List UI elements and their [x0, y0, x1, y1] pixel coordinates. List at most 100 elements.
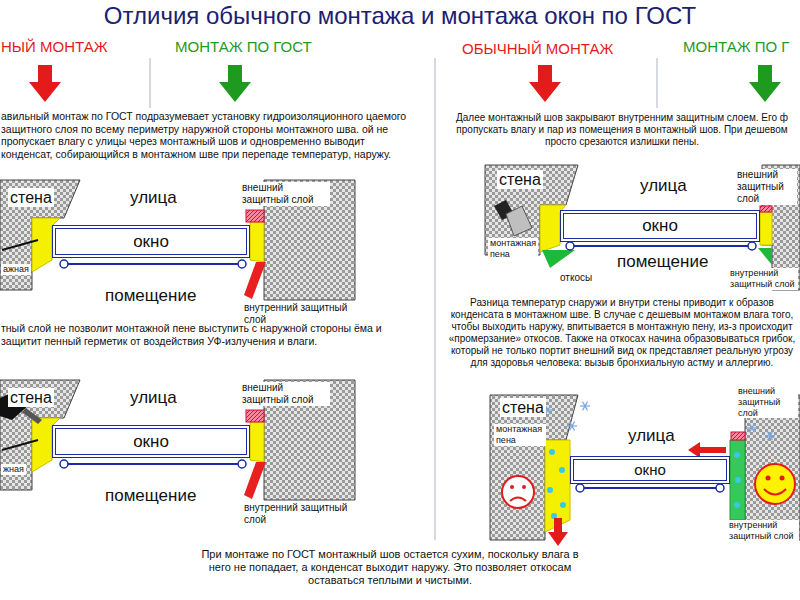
- slope: [758, 248, 772, 265]
- window-label: окно: [642, 216, 678, 236]
- moisture-dot: [734, 452, 740, 458]
- rail-end: [60, 260, 68, 268]
- paragraph: Разница температур снаружи и внутри стен…: [447, 297, 797, 369]
- snowflake: [750, 424, 755, 433]
- mounting-foam: [250, 222, 264, 262]
- moisture-dot: [559, 467, 565, 473]
- caption: При монтаже по ГОСТ монтажный шов остает…: [190, 548, 590, 588]
- snowflake: [570, 422, 575, 431]
- window-label: окно: [133, 232, 169, 252]
- snowflake: [583, 402, 588, 411]
- room-label: помещение: [105, 286, 196, 306]
- foam-label: монтажная пена: [494, 424, 546, 446]
- foam-label: жная: [1, 464, 26, 475]
- mounting-foam: [250, 422, 264, 462]
- paragraph: авильный монтаж по ГОСТ подразумевает ус…: [1, 110, 419, 160]
- layer-label: внешний защитный слой: [240, 182, 330, 206]
- snowflake: [768, 432, 773, 441]
- snowflake: [583, 402, 588, 411]
- layer-label: внешний защитный слой: [735, 169, 797, 205]
- layer-label: внешний защитный слой: [240, 382, 330, 406]
- down-arrow: [29, 65, 61, 102]
- leader-arrow: [2, 240, 38, 250]
- title: Отличия обычного монтажа и монтажа окон …: [0, 2, 800, 31]
- column-header: ОБЫЧНЫЙ МОНТАЖ: [462, 40, 613, 58]
- street-label: улица: [130, 188, 177, 208]
- inner-protective-layer: [244, 462, 266, 499]
- divider-line: [434, 58, 436, 540]
- moisture-arrow: [548, 518, 568, 546]
- rail-end: [238, 260, 246, 268]
- outer-protective-layer: [246, 410, 264, 422]
- wall-label: стена: [8, 388, 54, 407]
- room-label: помещение: [617, 252, 708, 272]
- window-box: окно: [52, 225, 250, 258]
- window-rail: [60, 463, 246, 465]
- column-header: НЫЙ МОНТАЖ: [1, 38, 108, 56]
- snowflake: [750, 424, 755, 433]
- dry-foam: [730, 440, 745, 520]
- outer-protective-layer: [731, 432, 745, 440]
- window-rail: [576, 487, 724, 489]
- snowflake: [546, 406, 551, 415]
- room-label: помещение: [105, 486, 196, 506]
- snowflake: [546, 406, 551, 415]
- layer-label: внутренний защитный слой: [728, 268, 798, 290]
- street-label: улица: [628, 426, 675, 446]
- face-eye: [510, 485, 514, 489]
- moisture-dot: [560, 502, 566, 508]
- layer-label: внутренний защитный слой: [242, 502, 354, 526]
- window-label: окно: [634, 461, 666, 478]
- moisture-dot: [549, 449, 555, 455]
- down-arrow: [749, 65, 781, 102]
- wall: [490, 395, 578, 540]
- spatula-blade: [506, 206, 532, 236]
- moisture-dot: [547, 487, 553, 493]
- rail-end: [576, 484, 584, 492]
- down-arrow: [219, 65, 251, 102]
- wall-label: стена: [500, 398, 546, 417]
- paragraph: Далее монтажный шов закрывают внутренним…: [447, 112, 797, 148]
- divider-line: [149, 58, 151, 108]
- outer-protective-layer: [246, 210, 264, 222]
- face-eye: [522, 485, 526, 489]
- rail-end: [60, 460, 68, 468]
- snowflake: [768, 432, 773, 441]
- mounting-foam: [760, 212, 772, 245]
- layer-label: внутренний защитный слой: [727, 520, 799, 542]
- foam-label: монтажная пена: [488, 238, 538, 260]
- rail-end: [566, 242, 574, 250]
- foam-label: ажная: [1, 264, 31, 275]
- column-header: МОНТАЖ ПО Г: [683, 38, 789, 56]
- moisture-dot: [735, 477, 741, 483]
- face-eye: [766, 476, 771, 481]
- face-eye: [780, 476, 785, 481]
- leader-arrow: [2, 440, 38, 450]
- column-header: МОНТАЖ ПО ГОСТ: [175, 38, 312, 56]
- rail-end: [748, 242, 756, 250]
- foam-gun-nozzle: [22, 408, 42, 424]
- wall-label: стена: [497, 170, 543, 189]
- rail-end: [716, 484, 724, 492]
- window-label: окно: [133, 432, 169, 452]
- paragraph: тный слой не позволит монтажной пене выс…: [1, 322, 416, 347]
- moisture-dot: [734, 502, 740, 508]
- street-label: улица: [640, 176, 687, 196]
- window-box: окно: [52, 425, 250, 458]
- divider-line: [656, 58, 658, 108]
- window-box: окно: [560, 210, 760, 242]
- face-mouth: [510, 498, 526, 502]
- snowflake: [570, 422, 575, 431]
- happy-face: [755, 464, 795, 504]
- slope-label: откосы: [560, 272, 592, 284]
- slope: [542, 250, 575, 268]
- window-rail: [566, 245, 756, 247]
- layer-label: внешний защитный слой: [736, 386, 798, 418]
- face-mouth: [764, 489, 786, 495]
- sad-face: [502, 476, 534, 508]
- window-box: окно: [570, 456, 730, 484]
- window-rail: [60, 263, 246, 265]
- rail-end: [238, 460, 246, 468]
- down-arrow: [529, 65, 561, 102]
